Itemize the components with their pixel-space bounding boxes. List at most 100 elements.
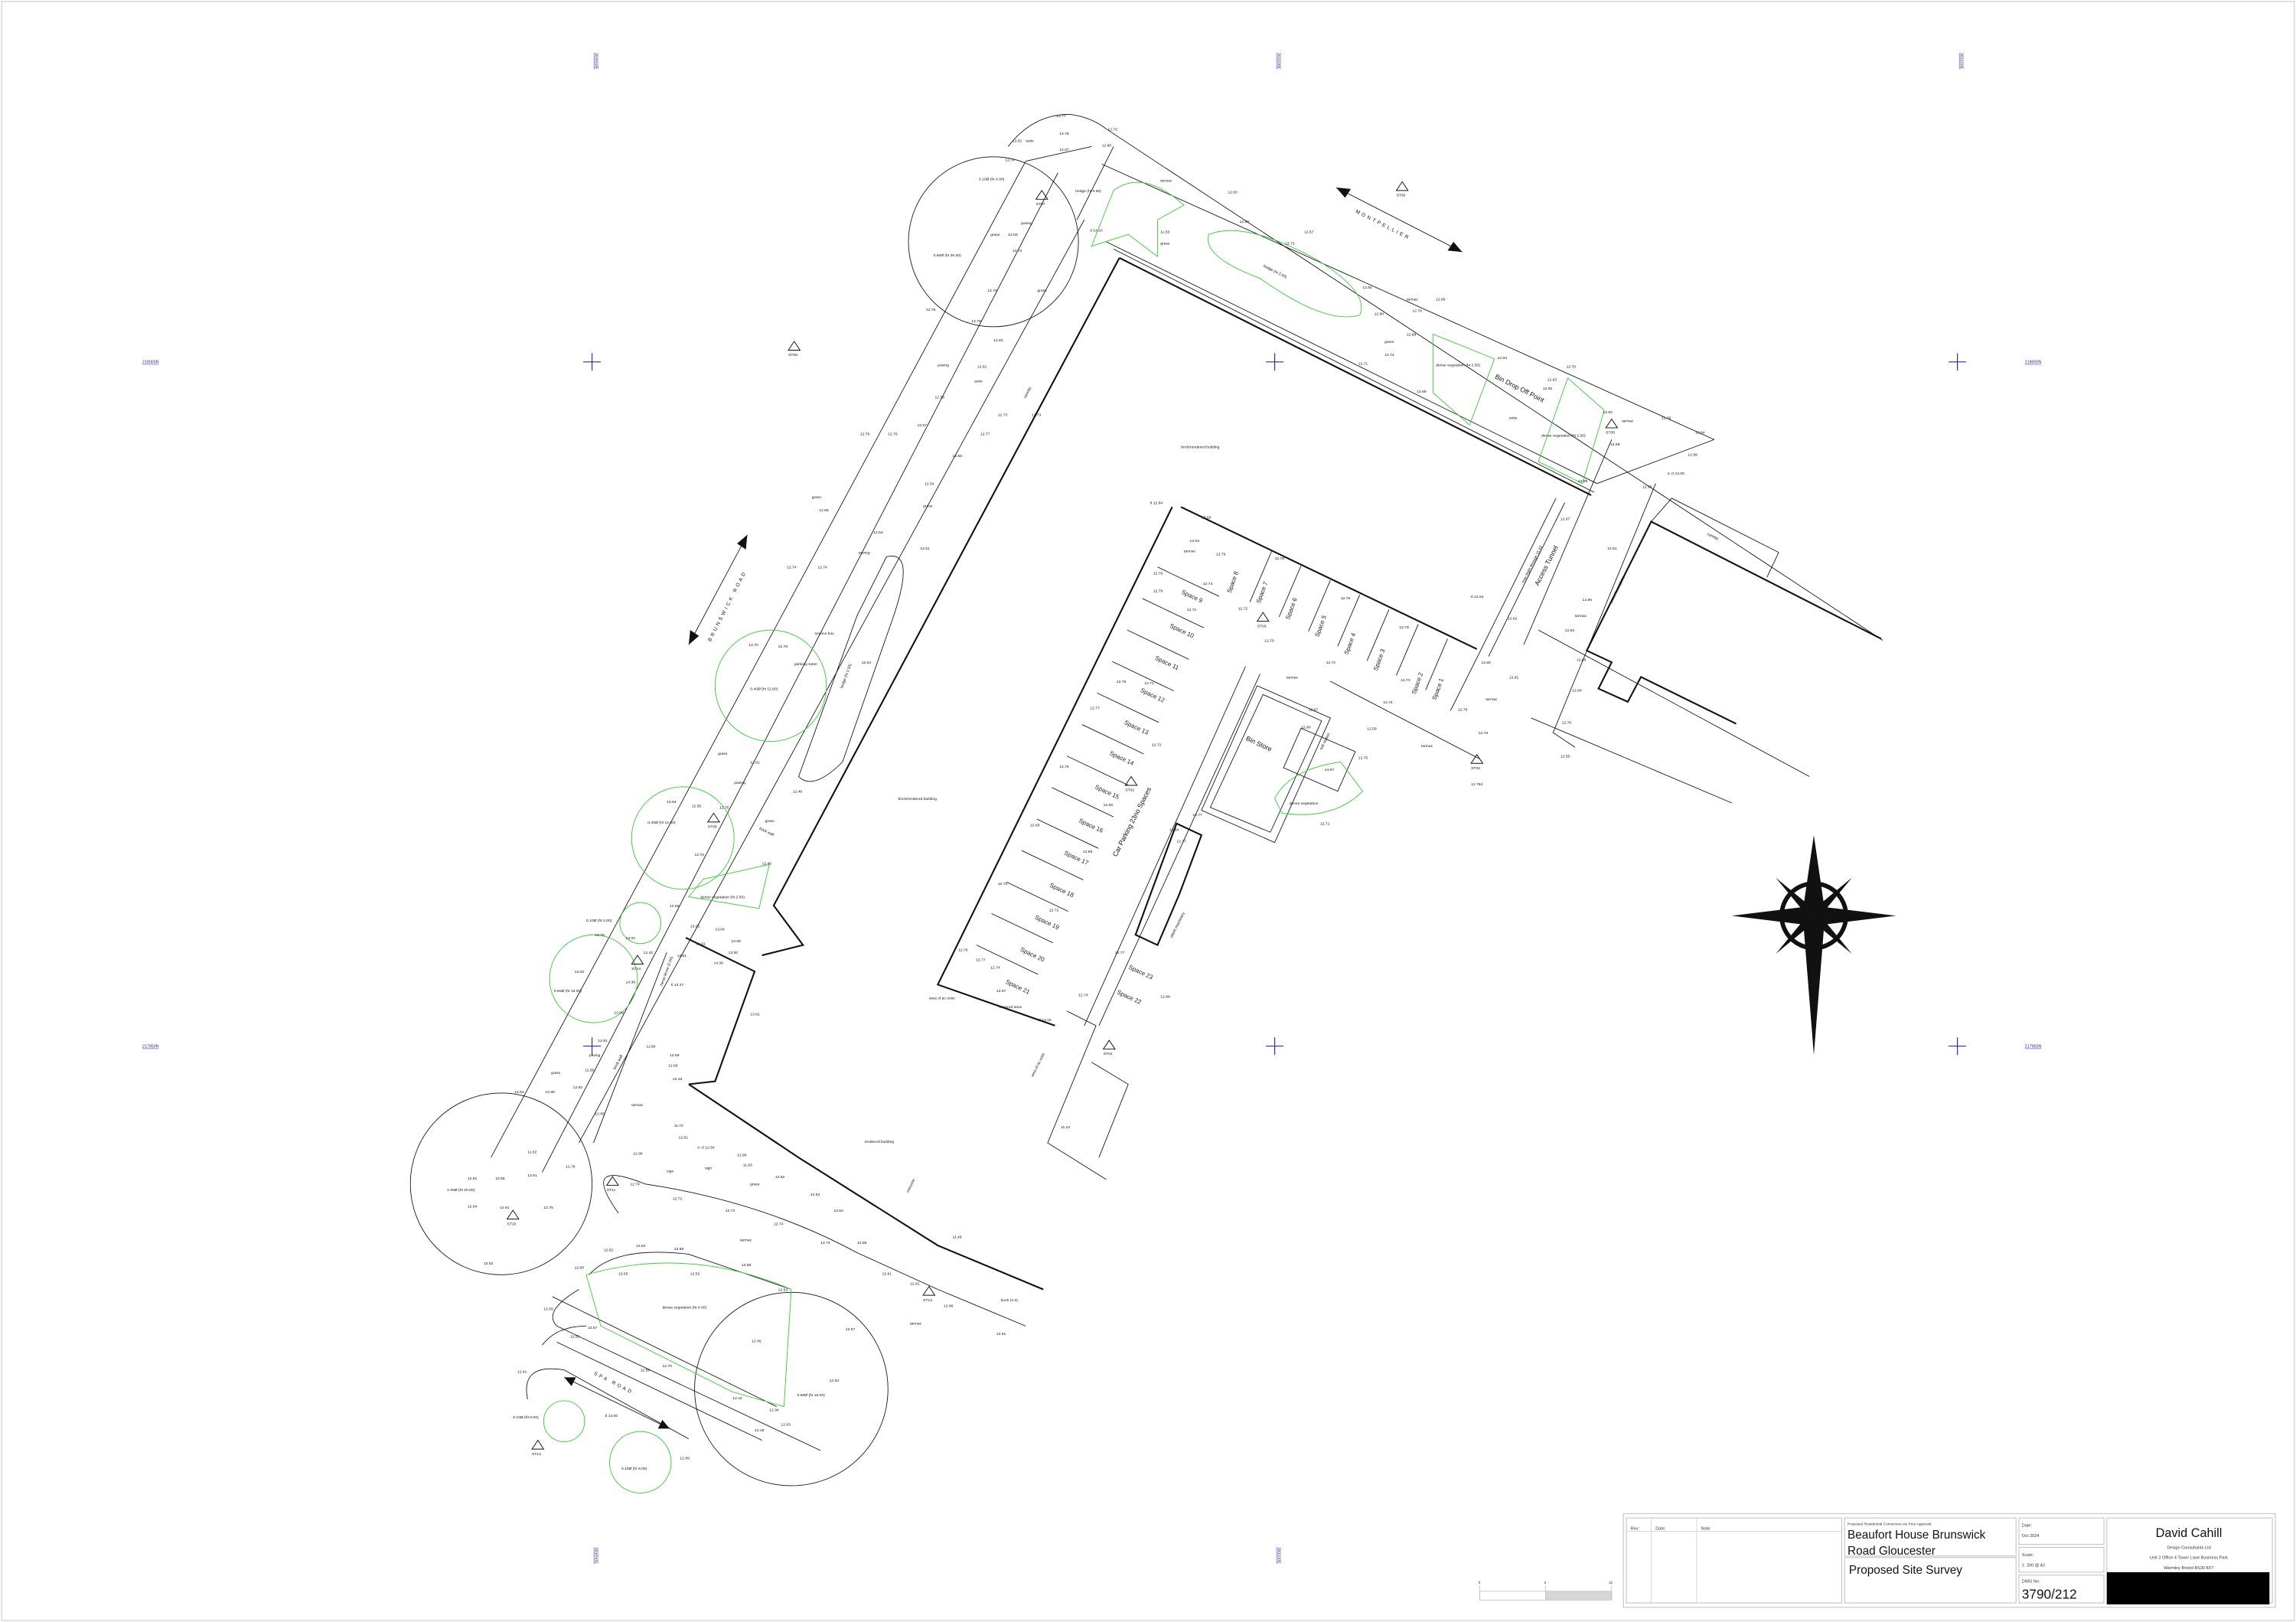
- spot-level: 12.73: [726, 1209, 735, 1213]
- spot-level: 12.82: [1508, 617, 1518, 622]
- spot-level: 12.61: [750, 760, 760, 765]
- spot-level: 12.80: [1572, 688, 1582, 693]
- spot-level: 12.59: [1367, 726, 1377, 731]
- survey-station-icon: [506, 1209, 520, 1220]
- spot-level: 12.99: [680, 1457, 690, 1461]
- vegetation-outline: [688, 761, 1364, 909]
- spot-level: 12.60: [585, 1068, 595, 1072]
- surface-label: tarmac: [1575, 614, 1587, 618]
- spot-level: 12.80: [1102, 143, 1112, 148]
- spot-level: 12.84: [1169, 827, 1179, 832]
- spot-level: 12.86: [633, 1151, 643, 1156]
- spot-level: 12.87: [1059, 148, 1069, 152]
- spot-level: 12.48: [673, 1077, 683, 1082]
- spot-level: 12.99: [1688, 452, 1698, 457]
- surface-label: grass: [551, 1071, 561, 1075]
- label-bin-drop: Bin Drop Off Point: [1494, 373, 1546, 404]
- tree-canopy: [609, 1431, 672, 1494]
- surface-label: paving: [589, 1053, 601, 1058]
- spot-level: 12.55: [1561, 755, 1570, 759]
- spot-level: 12.90: [737, 1153, 747, 1157]
- survey-station-icon: [1124, 775, 1138, 786]
- spot-level: 12.88: [1160, 995, 1170, 1000]
- spot-level: 12.58: [742, 1263, 752, 1268]
- spot-level: 12.81: [910, 1282, 920, 1287]
- label-building: rendered building: [865, 1140, 895, 1144]
- arrowhead: [688, 630, 700, 645]
- spot-level: 12.84: [1498, 356, 1508, 361]
- spot-level: tl 14.10: [1090, 228, 1103, 233]
- spot-level: 12.83: [1008, 233, 1018, 237]
- survey-station-label: ST03: [1257, 624, 1267, 628]
- surface-label: grass: [812, 495, 822, 500]
- spot-level: tl 12.94: [1471, 595, 1484, 599]
- parking-space-label: Space 15: [1094, 783, 1120, 801]
- spot-level: 12.69: [1104, 803, 1114, 808]
- spot-level: 12.86: [944, 1304, 954, 1308]
- survey-station-icon: [1035, 189, 1049, 200]
- vegetation-outline: [1432, 333, 1605, 485]
- site-linework: [409, 113, 1883, 1494]
- survey-station-label: ST13: [923, 1298, 932, 1303]
- spot-level: 12.77: [976, 958, 986, 963]
- surface-label: grass: [1384, 340, 1394, 344]
- parking-bay-line: [1396, 624, 1419, 676]
- spot-level: 12.86: [1577, 658, 1587, 662]
- surface-label: area of ac units: [1030, 1052, 1046, 1077]
- spot-level: 12.69: [668, 1064, 678, 1069]
- spot-level: 12.61: [527, 1173, 537, 1178]
- project-subtitle: Proposed Residential Conversion via Prio…: [1848, 1522, 1931, 1527]
- spot-level: 12.75: [1358, 756, 1368, 761]
- spot-level: 12.67: [1304, 230, 1314, 234]
- parking-space-label: Space 11: [1154, 654, 1180, 671]
- survey-station-label: ST04: [1471, 766, 1480, 771]
- spot-level: 12.78: [1479, 731, 1489, 736]
- spot-level: 12.54: [925, 482, 934, 487]
- grid-label-easting: 383050E: [593, 1547, 598, 1564]
- spot-level: 12.65: [670, 904, 680, 909]
- surface-label: tarmac: [740, 1238, 752, 1242]
- firm-name: David Cahill: [2156, 1526, 2223, 1540]
- spot-level: 12.73: [1032, 413, 1042, 418]
- parking-space-label: Space 13: [1124, 719, 1150, 736]
- survey-station-label: ST06: [1396, 194, 1405, 198]
- spot-level: 12.92: [1543, 387, 1553, 391]
- spot-level: 12.79: [1153, 571, 1163, 576]
- parking-space-label: Space 22: [1116, 988, 1143, 1006]
- spot-level: 10.58: [1202, 516, 1212, 521]
- tree-label: 0.90Ø (ht 18.00): [554, 989, 582, 994]
- label-bin-store: Bin Store: [1244, 734, 1273, 752]
- tree-canopy: [714, 629, 827, 742]
- spot-level: 12.73: [1107, 127, 1117, 132]
- surface-label: grass: [750, 1183, 760, 1187]
- survey-station-label: ST14: [631, 967, 641, 971]
- spot-level: 12.73: [1285, 242, 1295, 246]
- tree-canopy: [409, 1092, 592, 1275]
- surface-label: area of ac units: [929, 996, 955, 1000]
- survey-station-icon: [1395, 181, 1409, 191]
- parking-bay-line: [991, 913, 1054, 944]
- spot-level: 12.55: [570, 1335, 580, 1340]
- parking-space-label: Space 2: [1411, 671, 1425, 695]
- spot-level: 12.92: [775, 1175, 785, 1180]
- spot-level: 12.53: [830, 1379, 840, 1383]
- survey-station-label: ST02: [1125, 788, 1134, 793]
- spot-level: 12.41: [517, 1370, 527, 1375]
- surface-label: grass: [718, 752, 728, 756]
- grid-label-northing: 218000N: [142, 361, 159, 365]
- spot-level: 12.76: [1458, 707, 1468, 712]
- spot-level: 12.64: [468, 1204, 478, 1209]
- survey-station-label: ST05: [1606, 431, 1615, 436]
- firm-line: Warmley Bristol BS30 8XT: [2164, 1566, 2214, 1571]
- north-arrow-icon: [1731, 835, 1896, 1056]
- arrowhead: [737, 534, 748, 550]
- arrowhead: [1447, 241, 1463, 253]
- parking-space-label: Space 20: [1019, 946, 1046, 964]
- surface-label: tarmac: [1160, 178, 1172, 183]
- surface-label: grass: [1160, 242, 1170, 246]
- date-label: Date:: [2022, 1524, 2033, 1529]
- tree-canopy: [908, 156, 1079, 328]
- surface-label: dense vegetation (ht 2.50): [1541, 433, 1586, 438]
- spot-level: 12.45: [752, 1339, 762, 1343]
- parking-space-label: Space 12: [1140, 687, 1166, 704]
